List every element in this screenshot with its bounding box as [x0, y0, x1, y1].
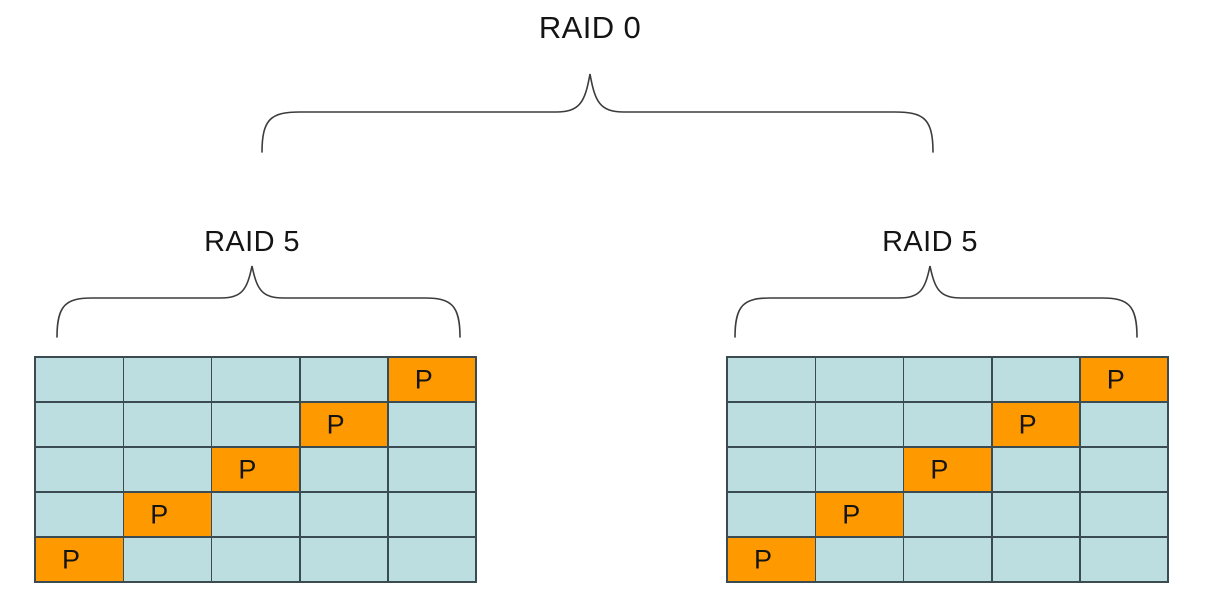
raid0-title: RAID 0	[538, 10, 642, 45]
raid5-title-right: RAID 5	[882, 226, 978, 258]
data-cell-right-r0-c3	[992, 358, 1080, 402]
parity-cell-left-r3-c1: P	[124, 492, 211, 537]
parity-cell-right-r2-c2: P	[904, 447, 991, 492]
data-cell-right-r4-c4	[1080, 537, 1168, 582]
data-cell-right-r0-c2	[904, 358, 991, 402]
data-cell-right-r4-c3	[992, 537, 1080, 582]
data-cell-right-r3-c0	[728, 492, 815, 537]
data-cell-left-r4-c3	[300, 537, 388, 582]
data-cell-left-r0-c0	[36, 358, 123, 402]
raid5-grid-left: P P P P P	[34, 356, 478, 584]
parity-cell-right-r0-c4: P	[1080, 358, 1168, 402]
parity-label: P	[1018, 409, 1037, 440]
data-cell-right-r2-c0	[728, 447, 815, 492]
parity-label: P	[754, 544, 773, 575]
parity-cell-left-r1-c3: P	[300, 402, 388, 447]
data-cell-right-r3-c2	[904, 492, 991, 537]
data-cell-left-r2-c1	[124, 447, 211, 492]
data-cell-right-r3-c4	[1080, 492, 1168, 537]
data-cell-right-r1-c0	[728, 402, 815, 447]
raid5-grid-right: P P P P P	[726, 356, 1170, 584]
data-cell-right-r4-c1	[816, 537, 903, 582]
data-cell-left-r3-c0	[36, 492, 123, 537]
data-cell-left-r1-c1	[124, 402, 211, 447]
raid5-title-left: RAID 5	[204, 226, 300, 258]
data-cell-right-r1-c4	[1080, 402, 1168, 447]
data-cell-left-r0-c1	[124, 358, 211, 402]
data-cell-left-r2-c4	[388, 447, 476, 492]
data-cell-right-r2-c3	[992, 447, 1080, 492]
parity-cell-right-r4-c0: P	[728, 537, 815, 582]
parity-label: P	[414, 364, 433, 395]
data-cell-left-r3-c2	[212, 492, 299, 537]
parity-cell-left-r2-c2: P	[212, 447, 299, 492]
data-cell-left-r2-c3	[300, 447, 388, 492]
data-cell-left-r1-c2	[212, 402, 299, 447]
brace-raid5-left	[56, 265, 461, 338]
parity-cell-left-r4-c0: P	[36, 537, 123, 582]
data-cell-left-r1-c0	[36, 402, 123, 447]
data-cell-right-r0-c1	[816, 358, 903, 402]
data-cell-right-r1-c1	[816, 402, 903, 447]
parity-label: P	[150, 499, 169, 530]
data-cell-right-r3-c3	[992, 492, 1080, 537]
data-cell-left-r0-c2	[212, 358, 299, 402]
parity-label: P	[842, 499, 861, 530]
data-cell-left-r4-c2	[212, 537, 299, 582]
parity-label: P	[238, 454, 257, 485]
data-cell-right-r4-c2	[904, 537, 991, 582]
brace-raid0	[261, 73, 934, 153]
data-cell-right-r1-c2	[904, 402, 991, 447]
parity-label: P	[326, 409, 345, 440]
parity-label: P	[62, 544, 81, 575]
data-cell-left-r0-c3	[300, 358, 388, 402]
data-cell-left-r3-c4	[388, 492, 476, 537]
data-cell-left-r3-c3	[300, 492, 388, 537]
data-cell-right-r2-c1	[816, 447, 903, 492]
parity-label: P	[930, 454, 949, 485]
brace-raid5-right	[734, 265, 1138, 338]
data-cell-left-r4-c1	[124, 537, 211, 582]
parity-label: P	[1106, 364, 1125, 395]
parity-cell-right-r1-c3: P	[992, 402, 1080, 447]
data-cell-right-r0-c0	[728, 358, 815, 402]
data-cell-left-r1-c4	[388, 402, 476, 447]
data-cell-left-r4-c4	[388, 537, 476, 582]
parity-cell-right-r3-c1: P	[816, 492, 903, 537]
parity-cell-left-r0-c4: P	[388, 358, 476, 402]
data-cell-right-r2-c4	[1080, 447, 1168, 492]
data-cell-left-r2-c0	[36, 447, 123, 492]
